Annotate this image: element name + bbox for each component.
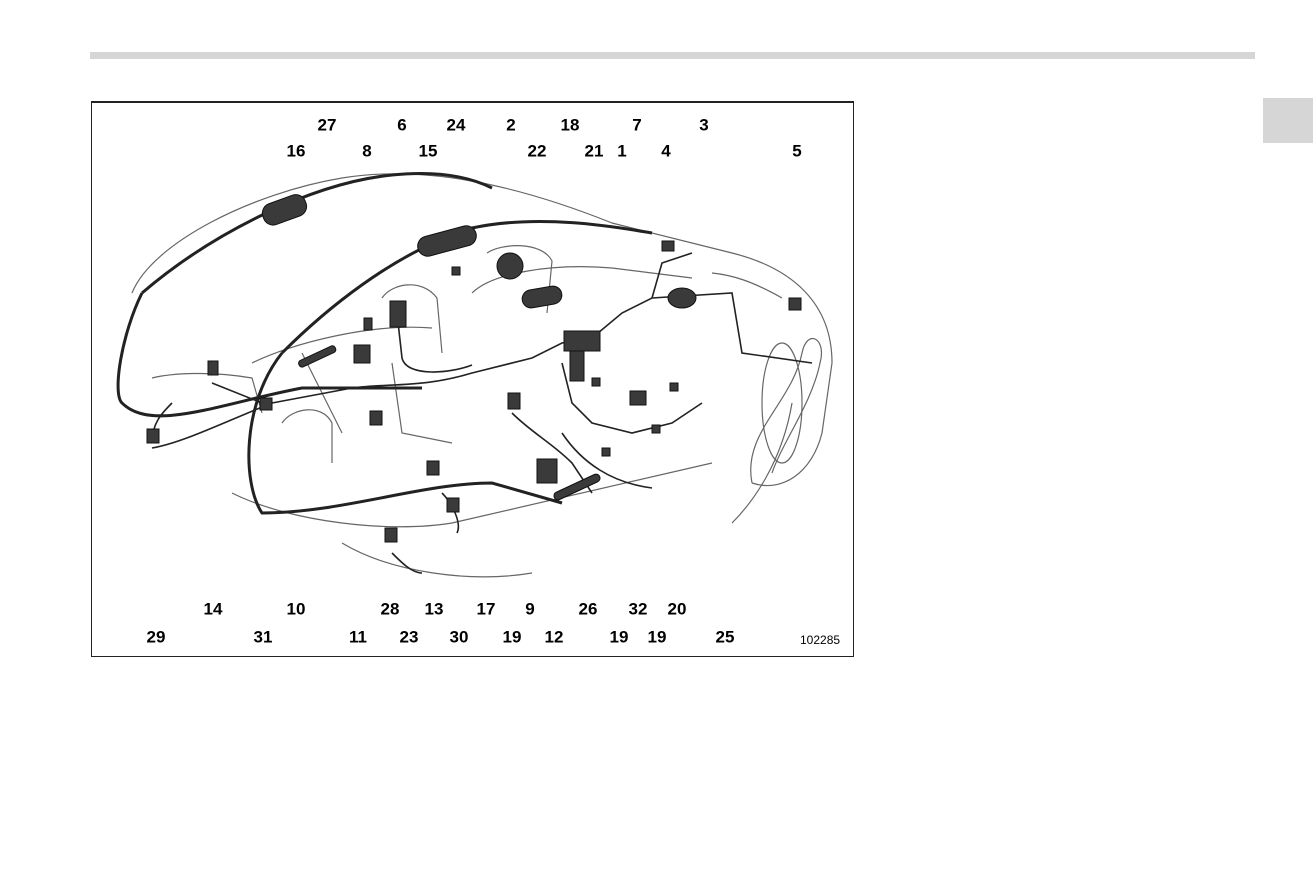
callout-label: 13 (425, 601, 444, 618)
left-front-pretensioner (537, 459, 557, 483)
header-rule (90, 52, 1255, 59)
callout-label: 9 (525, 601, 534, 618)
passenger-airbag-inflator (521, 285, 564, 310)
steering-wheel-airbag (497, 253, 523, 279)
callout-label: 19 (503, 629, 522, 646)
callout-label: 2 (506, 117, 515, 134)
front-sensor-right (630, 391, 646, 405)
callout-label: 32 (629, 601, 648, 618)
rear-pretensioner (354, 345, 370, 363)
curtain-inflator-front (415, 224, 478, 259)
callout-label: 8 (362, 143, 371, 160)
callout-label: 6 (397, 117, 406, 134)
callout-label: 31 (254, 629, 273, 646)
callout-label: 20 (668, 601, 687, 618)
connector-20 (670, 383, 678, 391)
callout-label: 27 (318, 117, 337, 134)
callout-label: 19 (610, 629, 629, 646)
callout-label: 15 (419, 143, 438, 160)
callout-label: 12 (545, 629, 564, 646)
callout-label: 7 (632, 117, 641, 134)
callout-label: 5 (792, 143, 801, 160)
section-tab (1263, 98, 1313, 143)
connector-4 (662, 241, 674, 251)
connector-5 (789, 298, 801, 310)
airbag-control-module (564, 331, 600, 351)
callout-label: 21 (585, 143, 604, 160)
callout-label: 14 (204, 601, 223, 618)
connector-30 (447, 498, 459, 512)
callout-label: 1 (617, 143, 626, 160)
airbag-system-diagram: 27 6 24 2 18 7 3 16 8 15 22 21 1 4 5 29 … (91, 101, 854, 657)
callout-label: 16 (287, 143, 306, 160)
connector-8 (364, 318, 372, 330)
vehicle-body-outline (132, 174, 832, 577)
callout-label: 17 (477, 601, 496, 618)
srs-components (147, 192, 801, 542)
callout-label: 19 (648, 629, 667, 646)
connector-19b (592, 378, 600, 386)
figure-id: 102285 (800, 633, 840, 647)
callout-label: 11 (349, 629, 367, 646)
connector-32 (602, 448, 610, 456)
callout-label: 25 (716, 629, 735, 646)
callout-label: 26 (579, 601, 598, 618)
front-sensor-left (508, 393, 520, 409)
callout-label: 4 (661, 143, 670, 160)
callout-label: 3 (699, 117, 708, 134)
connector-24 (452, 267, 460, 275)
connector-31 (208, 361, 218, 375)
connector-29 (147, 429, 159, 443)
connector-19 (652, 425, 660, 433)
front-seat-side-airbag (390, 301, 406, 327)
connector-28 (385, 528, 397, 542)
connector-11 (370, 411, 382, 425)
connector-14 (260, 398, 272, 410)
harness-wiring (152, 253, 812, 573)
callout-label: 10 (287, 601, 306, 618)
callout-label: 22 (528, 143, 547, 160)
callout-label: 29 (147, 629, 166, 646)
callout-label: 23 (400, 629, 419, 646)
sensor-26 (553, 473, 602, 501)
vehicle-wiring-illustration (92, 103, 854, 657)
callout-label: 28 (381, 601, 400, 618)
seatbelt-pretensioner (570, 351, 584, 381)
callout-label: 30 (450, 629, 469, 646)
knee-airbag (668, 288, 696, 308)
callout-label: 24 (447, 117, 466, 134)
connector-13 (427, 461, 439, 475)
callout-label: 18 (561, 117, 580, 134)
